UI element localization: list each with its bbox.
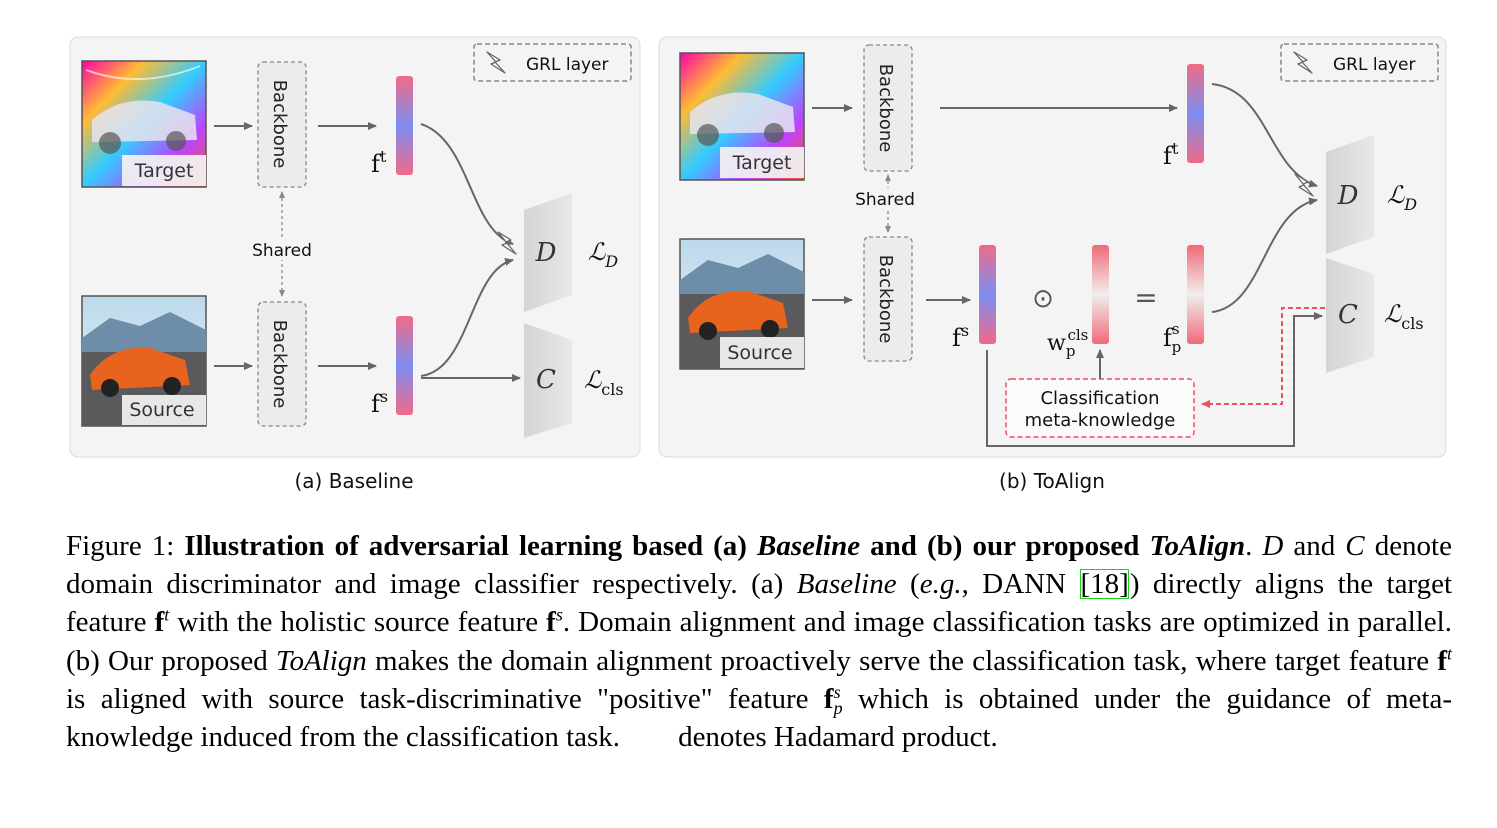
panel-b-caption: (b) ToAlign bbox=[999, 469, 1105, 493]
hadamard-symbol-b: ⊙ bbox=[1032, 284, 1054, 314]
curve-fps-to-d-b bbox=[1211, 197, 1318, 313]
meta-knowledge-line2: meta-knowledge bbox=[1025, 410, 1176, 431]
classifier-module-a bbox=[524, 323, 572, 438]
equals-symbol-b: = bbox=[1134, 281, 1157, 314]
figure-caption: Figure 1: Illustration of adversarial le… bbox=[66, 530, 1453, 754]
shared-label-a: Shared bbox=[252, 241, 312, 261]
grl-legend-box-b bbox=[1280, 43, 1439, 82]
curve-ft-to-d-a bbox=[420, 123, 514, 246]
loss-d-label-b: ℒD bbox=[1387, 181, 1417, 214]
figure-diagram: GRL layer Target Source Backbone Backbon… bbox=[69, 36, 1447, 493]
ft-label-b: ft bbox=[1163, 139, 1179, 170]
shared-label-b: Shared bbox=[855, 190, 915, 210]
discriminator-module-a bbox=[524, 193, 572, 312]
source-label-b: Source bbox=[727, 342, 792, 364]
target-label-a: Target bbox=[134, 160, 194, 182]
backbone-top-label-b: Backbone bbox=[875, 64, 896, 153]
grl-bolt-icon-b bbox=[1293, 51, 1313, 74]
curve-fs-to-d-a bbox=[420, 257, 514, 377]
backbone-bottom-label-b: Backbone bbox=[875, 255, 896, 344]
fs-label-a: fs bbox=[371, 387, 388, 418]
c-label-b: C bbox=[1338, 300, 1358, 330]
source-image-b: Source bbox=[679, 238, 805, 370]
feature-bar-ft-a bbox=[396, 76, 413, 175]
target-image-a: Target bbox=[81, 60, 207, 188]
loss-cls-label-a: ℒcls bbox=[584, 366, 624, 399]
citation-link[interactable]: [18] bbox=[1080, 568, 1129, 601]
weight-bar-b bbox=[1092, 245, 1109, 344]
grl-bolt-icon-a bbox=[486, 51, 506, 74]
panel-b: GRL layer Target Source Backbone Backbon… bbox=[658, 36, 1447, 458]
target-image-b: Target bbox=[679, 52, 805, 181]
figure-label: Figure 1: bbox=[66, 530, 175, 562]
loss-d-label-a: ℒD bbox=[588, 238, 618, 271]
source-image-a: Source bbox=[81, 295, 207, 427]
feature-bar-fs-a bbox=[396, 316, 413, 415]
backbone-top-label-a: Backbone bbox=[269, 80, 290, 169]
grl-legend-label-a: GRL layer bbox=[526, 55, 609, 75]
source-label-a: Source bbox=[129, 399, 194, 421]
fs-label-b: fs bbox=[952, 321, 969, 352]
loss-cls-label-b: ℒcls bbox=[1384, 300, 1424, 333]
grl-legend-label-b: GRL layer bbox=[1333, 55, 1416, 75]
w-label-b: wpcls bbox=[1047, 326, 1088, 360]
classifier-module-b bbox=[1326, 258, 1374, 373]
c-label-a: C bbox=[536, 365, 556, 395]
backbone-bottom-label-a: Backbone bbox=[269, 320, 290, 409]
d-label-a: D bbox=[535, 238, 557, 268]
grl-bolt-icon-on-path-a bbox=[497, 231, 517, 255]
backbone-bottom-b bbox=[863, 236, 913, 362]
panel-b-background bbox=[658, 36, 1447, 458]
feature-bar-fps-b bbox=[1187, 245, 1204, 344]
ft-label-a: ft bbox=[371, 147, 387, 178]
backbone-top-b bbox=[863, 44, 913, 172]
feature-bar-fs-b bbox=[979, 245, 996, 344]
feature-bar-ft-b bbox=[1187, 64, 1204, 163]
caption-title: Illustration of adversarial learning bas… bbox=[184, 530, 1246, 562]
panel-a-caption: (a) Baseline bbox=[294, 469, 413, 493]
meta-knowledge-line1: Classification bbox=[1040, 388, 1159, 409]
backbone-top-a bbox=[257, 61, 307, 188]
grl-legend-box-a bbox=[473, 43, 632, 82]
path-fs-to-c-b bbox=[986, 312, 1323, 447]
target-label-b: Target bbox=[732, 152, 792, 174]
panel-a: GRL layer Target Source Backbone Backbon… bbox=[69, 36, 641, 458]
path-c-to-meta-b bbox=[1201, 307, 1325, 408]
panel-a-background bbox=[69, 36, 641, 458]
d-label-b: D bbox=[1337, 181, 1359, 211]
grl-bolt-icon-on-path-b bbox=[1294, 173, 1314, 197]
discriminator-module-b bbox=[1326, 135, 1374, 254]
backbone-bottom-a bbox=[257, 301, 307, 427]
